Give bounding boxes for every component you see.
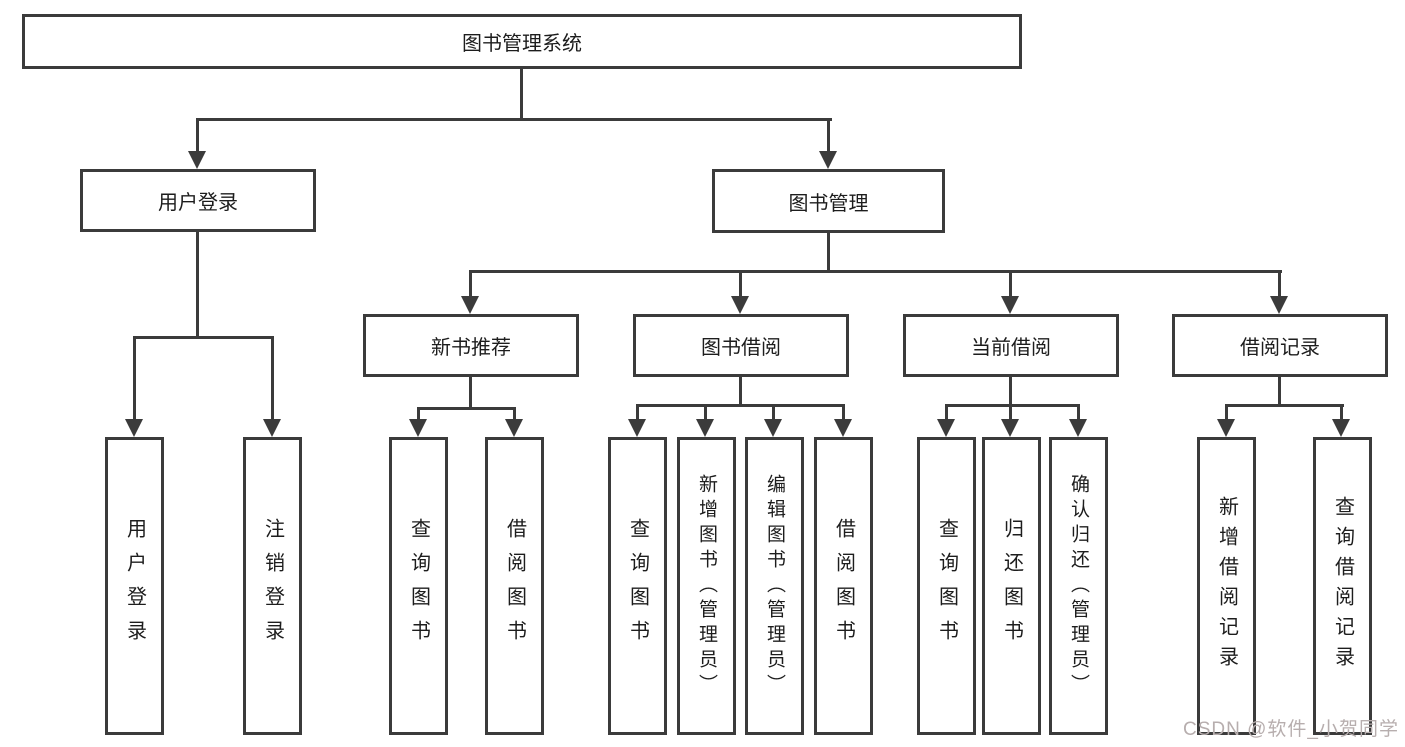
node-user-login-label: 用户登录 [158,192,238,214]
node-root: 图书管理系统 [22,14,1022,69]
node-book-mgmt-label: 图书管理 [788,192,869,215]
connector-book-mgmt-stub [827,233,830,273]
connector-user-login-horizontal [133,336,274,339]
connector-stem-leaf [417,407,420,421]
arrow-down-icon [834,419,852,437]
leaf-logout: 注销登录 [243,437,302,735]
leaf-label: 查询图书 [407,518,430,654]
node-new-books-label: 新书推荐 [431,337,511,359]
leaf-borrow-books: 借阅图书 [814,437,873,735]
node-borrow-records: 借阅记录 [1172,314,1388,377]
connector-current-borrow-stub [1009,377,1012,407]
node-new-books: 新书推荐 [363,314,579,377]
connector-stem-borrow-records [1278,270,1281,298]
leaf-query-borrow-record: 查询借阅记录 [1313,437,1372,735]
connector-stem-book-mgmt [827,118,830,154]
leaf-query-books: 查询图书 [917,437,976,735]
leaf-label: 注销登录 [261,518,284,654]
leaf-label: 借阅图书 [832,518,855,654]
arrow-down-icon [764,419,782,437]
arrow-down-icon [937,419,955,437]
node-book-mgmt: 图书管理 [712,169,945,233]
arrow-down-icon [188,151,206,169]
leaf-borrow-books: 借阅图书 [485,437,544,735]
leaf-user-login: 用户登录 [105,437,164,735]
connector-borrow-records-horizontal [1225,404,1344,407]
arrow-down-icon [1332,419,1350,437]
node-book-borrow: 图书借阅 [633,314,849,377]
connector-stem-leaf [1225,404,1228,421]
connector-new-books-stub [469,377,472,410]
leaf-confirm-return-admin: 确认归还（管理员） [1049,437,1108,735]
connector-new-books-horizontal [417,407,516,410]
leaf-add-books-admin: 新增图书（管理员） [677,437,736,735]
connector-book-mgmt-horizontal [470,270,1282,273]
arrow-down-icon [628,419,646,437]
leaf-label: 借阅图书 [503,518,526,654]
leaf-add-borrow-record: 新增借阅记录 [1197,437,1256,735]
leaf-query-books: 查询图书 [608,437,667,735]
leaf-label: 新增借阅记录 [1215,496,1238,676]
arrow-down-icon [731,296,749,314]
leaf-label: 用户登录 [123,518,146,654]
arrow-down-icon [1270,296,1288,314]
node-current-borrow: 当前借阅 [903,314,1119,377]
node-user-login: 用户登录 [80,169,316,232]
connector-stem-leaf [133,336,136,421]
connector-stem-leaf [704,404,707,421]
connector-stem-leaf [772,404,775,421]
arrow-down-icon [1001,419,1019,437]
arrow-down-icon [696,419,714,437]
connector-stem-leaf [1340,404,1343,421]
arrow-down-icon [505,419,523,437]
arrow-down-icon [125,419,143,437]
connector-stem-leaf [1077,404,1080,421]
connector-stem-leaf [1009,404,1012,421]
arrow-down-icon [1069,419,1087,437]
connector-stem-leaf [513,407,516,421]
connector-stem-leaf [271,336,274,421]
arrow-down-icon [461,296,479,314]
connector-stem-leaf [945,404,948,421]
leaf-return-books: 归还图书 [982,437,1041,735]
leaf-label: 查询图书 [935,518,958,654]
leaf-label: 编辑图书（管理员） [764,473,785,699]
node-book-borrow-label: 图书借阅 [701,337,781,359]
leaf-label: 确认归还（管理员） [1068,473,1089,699]
connector-stem-new-books [469,270,472,298]
connector-user-login-stub [196,232,199,339]
connector-stem-user-login [196,118,199,154]
leaf-label: 归还图书 [1000,518,1023,654]
arrow-down-icon [409,419,427,437]
leaf-query-books: 查询图书 [389,437,448,735]
node-root-label: 图书管理系统 [462,33,582,55]
connector-root-stub [520,68,523,120]
connector-root-horizontal [196,118,832,121]
arrow-down-icon [263,419,281,437]
leaf-label: 新增图书（管理员） [696,473,717,699]
connector-book-borrow-horizontal [636,404,845,407]
arrow-down-icon [1217,419,1235,437]
connector-borrow-records-stub [1278,377,1281,407]
connector-current-borrow-horizontal [945,404,1080,407]
leaf-edit-books-admin: 编辑图书（管理员） [745,437,804,735]
connector-book-borrow-stub [739,377,742,407]
connector-stem-leaf [842,404,845,421]
connector-stem-current-borrow [1009,270,1012,298]
leaf-label: 查询图书 [626,518,649,654]
arrow-down-icon [1001,296,1019,314]
connector-stem-book-borrow [739,270,742,298]
connector-stem-leaf [636,404,639,421]
node-current-borrow-label: 当前借阅 [971,337,1051,359]
arrow-down-icon [819,151,837,169]
node-borrow-records-label: 借阅记录 [1240,337,1320,359]
csdn-watermark: CSDN @软件_小贺同学 [1183,719,1399,740]
leaf-label: 查询借阅记录 [1331,496,1354,676]
